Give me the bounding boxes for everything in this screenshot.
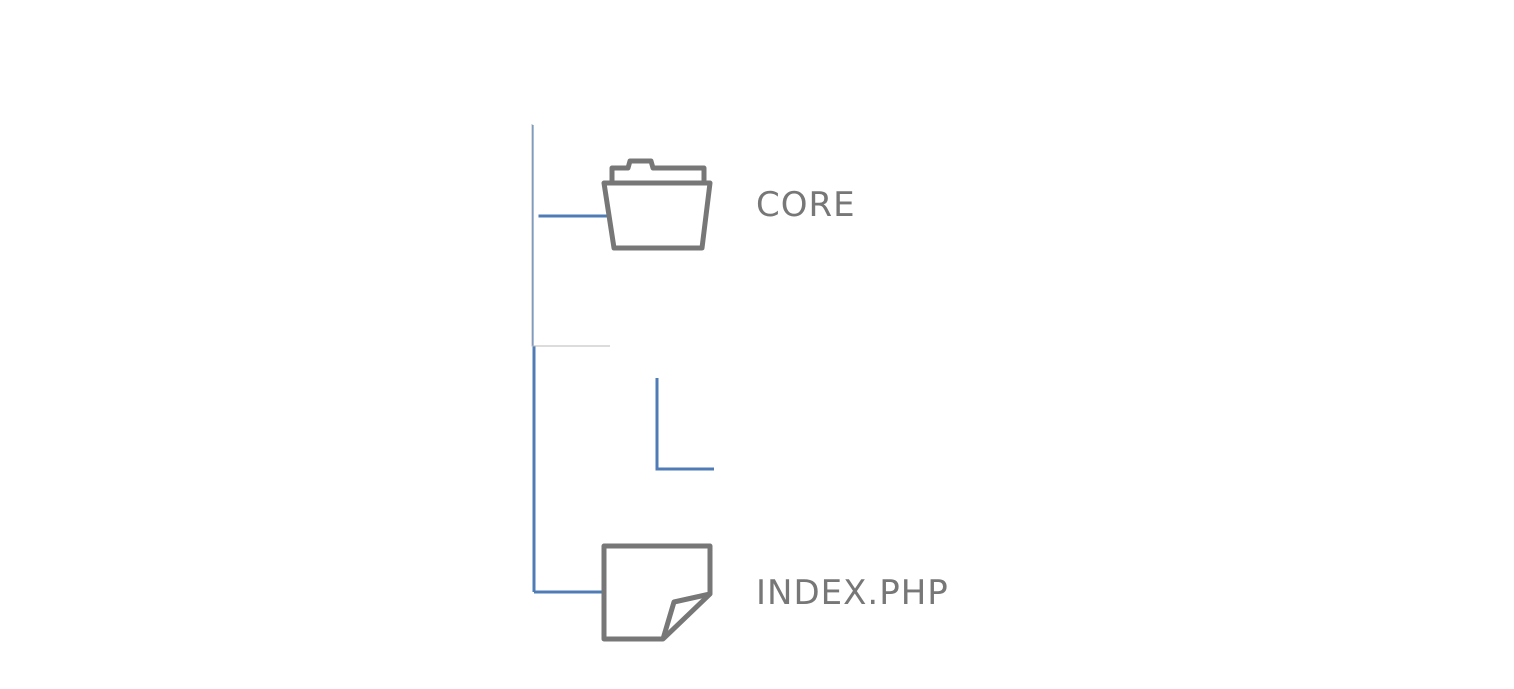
tree-node-label-core: CORE — [756, 185, 856, 225]
tree-node-label-index: INDEX.PHP — [756, 573, 949, 613]
child-connector-core — [655, 378, 714, 471]
overlay-bracket-shadow — [531, 124, 610, 347]
overlay-bracket — [533, 122, 610, 347]
file-page-curl-icon — [601, 543, 713, 642]
folder-open-icon — [601, 158, 713, 251]
